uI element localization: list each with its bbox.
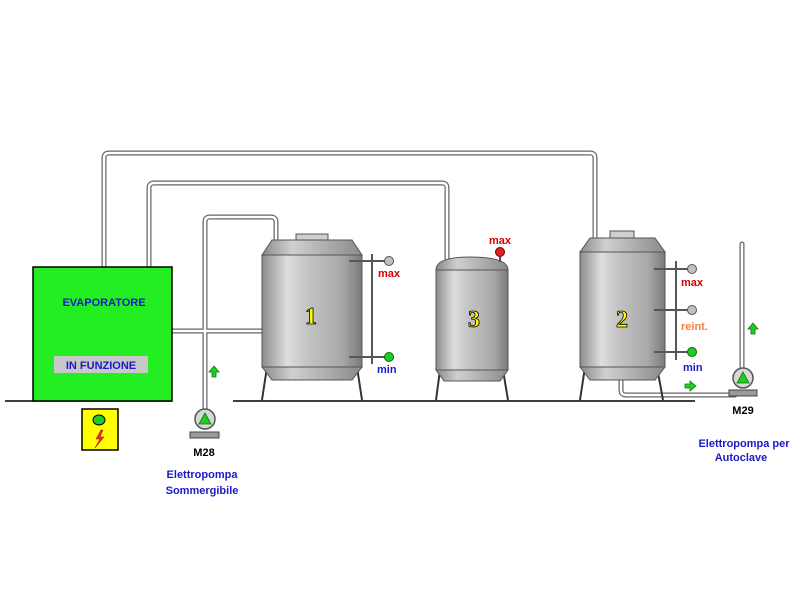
tank-1-label: 1 (305, 304, 317, 330)
tank-1-body (261, 254, 363, 368)
evaporator-status: IN FUNZIONE (66, 360, 136, 372)
tank-2-label: 2 (616, 307, 628, 333)
tank-2-lid (609, 230, 635, 239)
tank-2-top (579, 237, 666, 253)
tank-3-sensor-max[interactable] (495, 247, 505, 257)
warning-lightning-icon[interactable] (81, 408, 119, 451)
pump-m28[interactable]: M28 Elettropompa Sommergibile (166, 408, 239, 497)
tank-3-bottom (435, 369, 509, 382)
tank-2-sensor-reint[interactable] (687, 305, 697, 315)
tank-2-level-sensors (654, 261, 692, 360)
evaporator-body[interactable] (32, 266, 173, 402)
pump-m29-code: M29 (732, 405, 753, 417)
pump-m29-base (728, 389, 758, 397)
evaporator[interactable]: EVAPORATORE IN FUNZIONE (32, 266, 173, 402)
tank-2-sensor-max-label: max (681, 277, 704, 289)
pump-m28-base (189, 431, 220, 439)
tank-1-bottom (260, 366, 364, 381)
pump-m29-run-icon (736, 371, 750, 384)
pump-m28-desc-line1: Elettropompa (167, 469, 239, 481)
tank-3-sensor-max-label: max (489, 235, 512, 247)
flow-arrow-icon (747, 322, 759, 335)
tank-1-sensor-min-label: min (377, 364, 397, 376)
tank-1-sensor-min[interactable] (384, 352, 394, 362)
flow-arrow-icon (208, 365, 220, 378)
tank-2-sensor-max[interactable] (687, 264, 697, 274)
tank-3-top (435, 256, 509, 271)
evaporator-status-box (54, 356, 148, 373)
tank-2-sensor-reint-label: reint. (681, 321, 708, 333)
tank-1-level-sensors (349, 254, 389, 364)
pump-m29-desc-line1: Elettropompa per (698, 438, 790, 450)
evaporator-title: EVAPORATORE (62, 297, 145, 309)
tank-2-body (579, 251, 666, 368)
tank-2-bottom (578, 366, 667, 381)
pump-m29-desc-line2: Autoclave (715, 452, 768, 464)
pump-m28-code: M28 (193, 447, 214, 459)
tank-3[interactable]: 3 (435, 256, 509, 401)
flow-arrow-icon (684, 380, 697, 392)
tank-3-label: 3 (468, 307, 480, 333)
tank-1-top (261, 239, 363, 256)
tank-2[interactable]: 2 (578, 230, 667, 401)
tank-2-sensor-min[interactable] (687, 347, 697, 357)
tank-2-sensor-min-label: min (683, 362, 703, 374)
tank-1-sensor-max[interactable] (384, 256, 394, 266)
pump-m29[interactable]: M29 Elettropompa per Autoclave (698, 367, 790, 464)
pump-m28-run-icon (198, 412, 212, 425)
tank-1-sensor-max-label: max (378, 268, 401, 280)
tank-1[interactable]: 1 (260, 233, 364, 401)
pump-m28-desc-line2: Sommergibile (166, 485, 239, 497)
pipes (101, 150, 745, 415)
